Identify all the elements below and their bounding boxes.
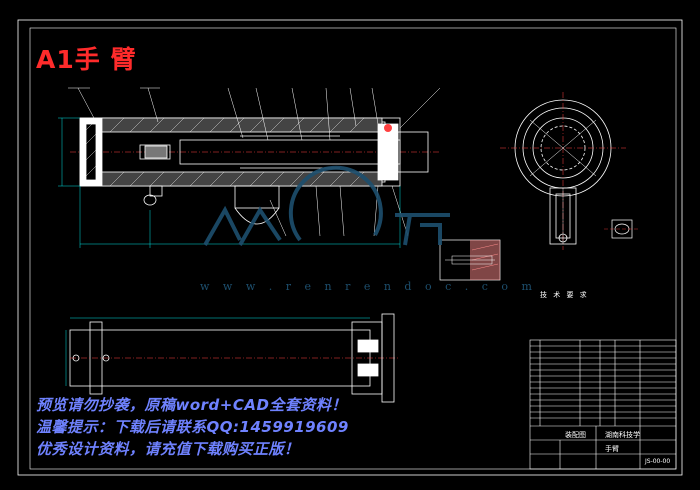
main-section-view <box>70 117 440 225</box>
tech-requirements-title: 技 术 要 求 <box>540 291 589 299</box>
detail-section <box>439 239 501 281</box>
inner-frame <box>29 27 677 470</box>
detail-part <box>604 219 640 239</box>
promo-line-3: 优秀设计资料，请充值下载购买正版！ <box>36 440 300 458</box>
promo-line-2: 温馨提示：下载后请联系QQ:1459919609 <box>36 418 349 436</box>
title-block-name: 手臂 <box>605 445 619 453</box>
leader-lines <box>68 87 441 237</box>
plan-view <box>69 313 400 403</box>
end-view <box>500 92 626 250</box>
title-block <box>529 339 677 470</box>
sheet-title: A1手 臂 <box>36 45 137 74</box>
promo-line-1: 预览请勿抄袭，原稿word+CAD全套资料！ <box>36 396 347 414</box>
watermark-url: w w w . r e n r e n d o c . c o m <box>200 280 537 293</box>
title-block-school: 湖南科技学 <box>605 431 640 439</box>
title-block-label: 装配图 <box>565 431 586 439</box>
drawing-number: JS-00-00 <box>645 458 671 465</box>
outer-frame <box>17 19 683 476</box>
watermark-logo <box>203 165 450 246</box>
